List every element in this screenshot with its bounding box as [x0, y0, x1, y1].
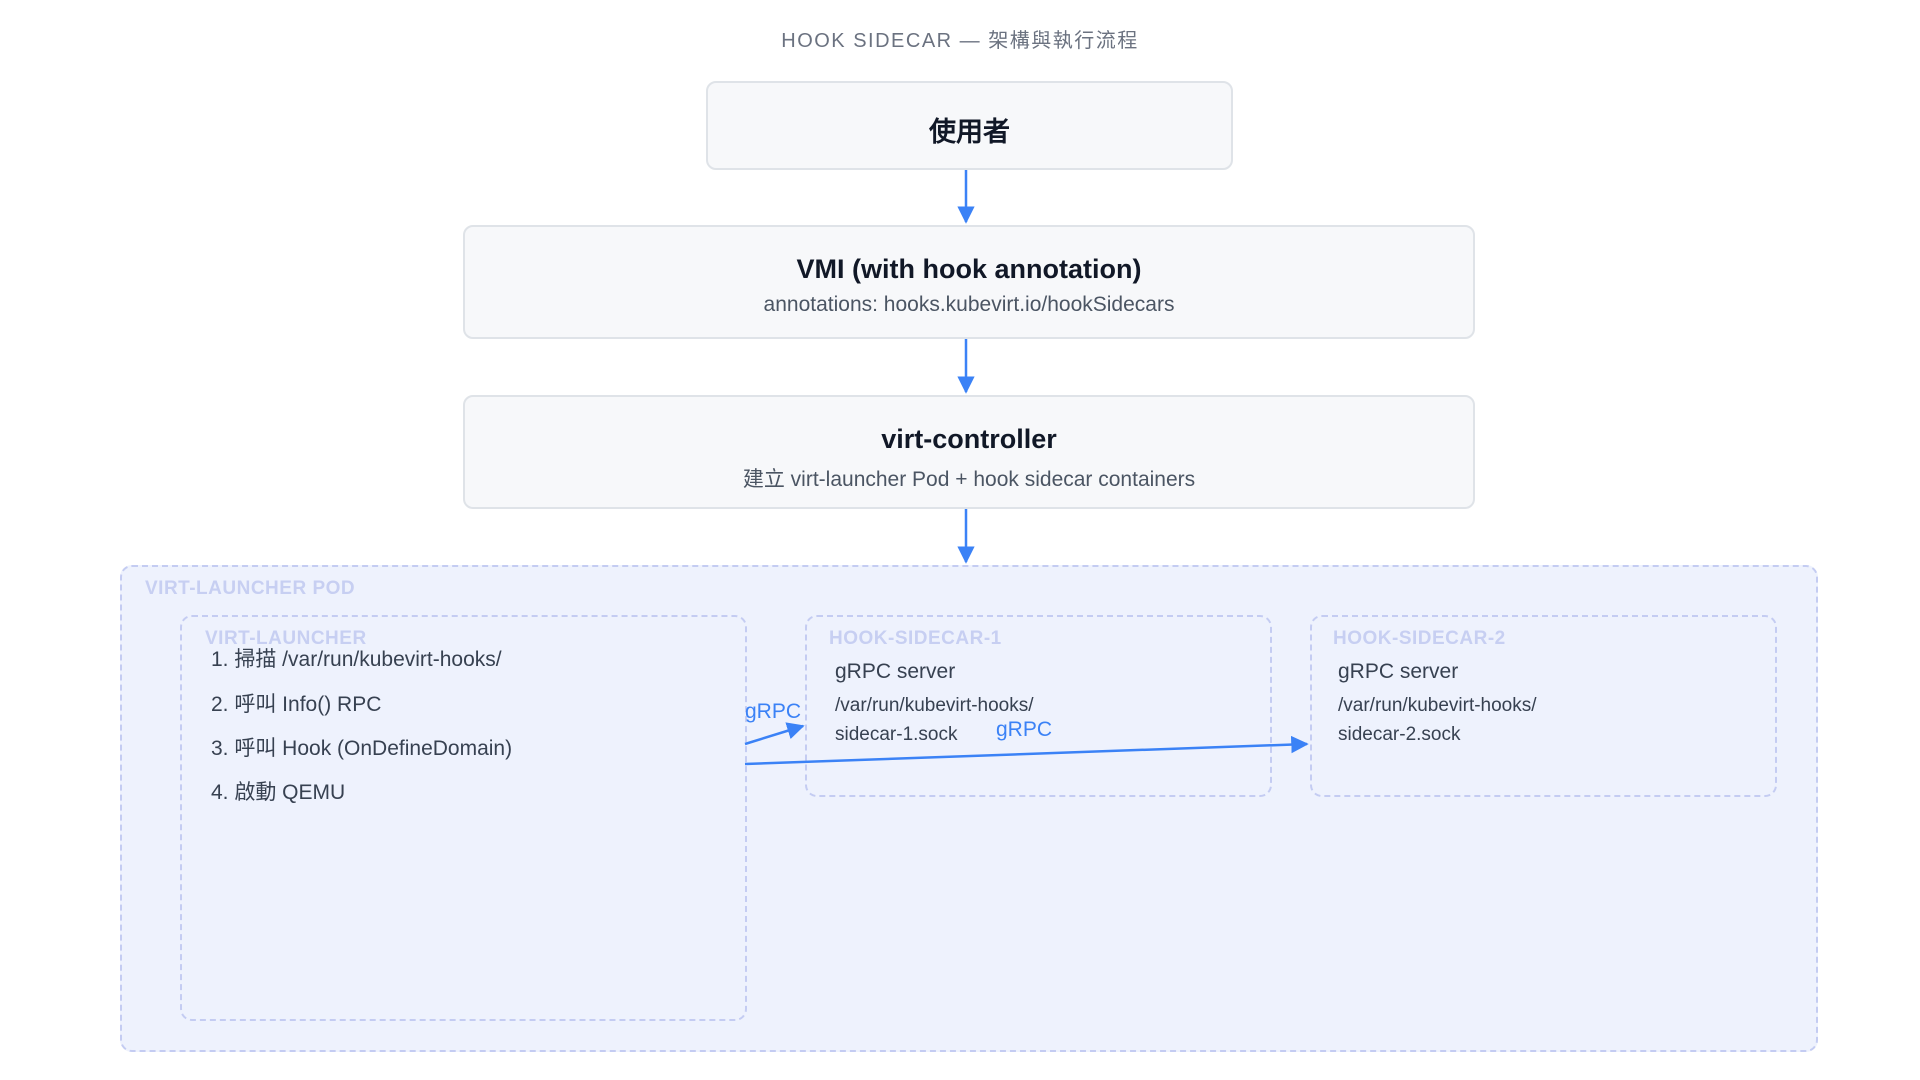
launcher-step-4: 4. 啟動 QEMU [211, 781, 346, 804]
launcher-step-3: 3. 呼叫 Hook (OnDefineDomain) [211, 737, 513, 760]
hook-sidecar-2-container [1310, 615, 1777, 797]
hook-sidecar-2-server: gRPC server [1338, 660, 1459, 683]
virt-launcher-pod-group [120, 565, 1818, 1052]
virt-launcher-container [180, 615, 747, 1021]
virt-controller-node: virt-controller 建立 virt-launcher Pod + h… [463, 395, 1475, 509]
vmi-node: VMI (with hook annotation) annotations: … [463, 225, 1475, 339]
user-node: 使用者 [706, 81, 1233, 170]
vmi-node-title: VMI (with hook annotation) [796, 254, 1142, 284]
virt-controller-node-title: virt-controller [881, 424, 1057, 454]
arrow-launcher-to-sidecar-2 [744, 735, 1309, 766]
hook-sidecar-2-label: HOOK-SIDECAR-2 [1333, 628, 1506, 649]
edge-label-grpc-sidecar-2: gRPC [996, 718, 1053, 741]
vmi-node-subtitle: annotations: hooks.kubevirt.io/hookSidec… [763, 293, 1175, 316]
hook-sidecar-1-label: HOOK-SIDECAR-1 [829, 628, 1002, 649]
diagram-title: HOOK SIDECAR — 架構與執行流程 [781, 30, 1139, 52]
user-node-title: 使用者 [929, 117, 1010, 147]
launcher-step-1: 1. 掃描 /var/run/kubevirt-hooks/ [211, 648, 502, 671]
hook-sidecar-2-socket-file: sidecar-2.sock [1338, 724, 1461, 745]
hook-sidecar-1-socket-file: sidecar-1.sock [835, 724, 958, 745]
hook-sidecar-1-socket-dir: /var/run/kubevirt-hooks/ [835, 695, 1034, 716]
hook-sidecar-1-container [805, 615, 1272, 797]
hook-sidecar-1-server: gRPC server [835, 660, 956, 683]
arrow-launcher-to-sidecar-1 [744, 722, 805, 746]
virt-launcher-container-label: VIRT-LAUNCHER [205, 628, 367, 649]
launcher-step-2: 2. 呼叫 Info() RPC [211, 693, 382, 716]
edge-label-grpc-sidecar-1: gRPC [745, 700, 802, 723]
hook-sidecar-2-socket-dir: /var/run/kubevirt-hooks/ [1338, 695, 1537, 716]
virt-launcher-pod-label: VIRT-LAUNCHER POD [145, 578, 356, 599]
virt-controller-node-subtitle: 建立 virt-launcher Pod + hook sidecar cont… [742, 468, 1196, 491]
